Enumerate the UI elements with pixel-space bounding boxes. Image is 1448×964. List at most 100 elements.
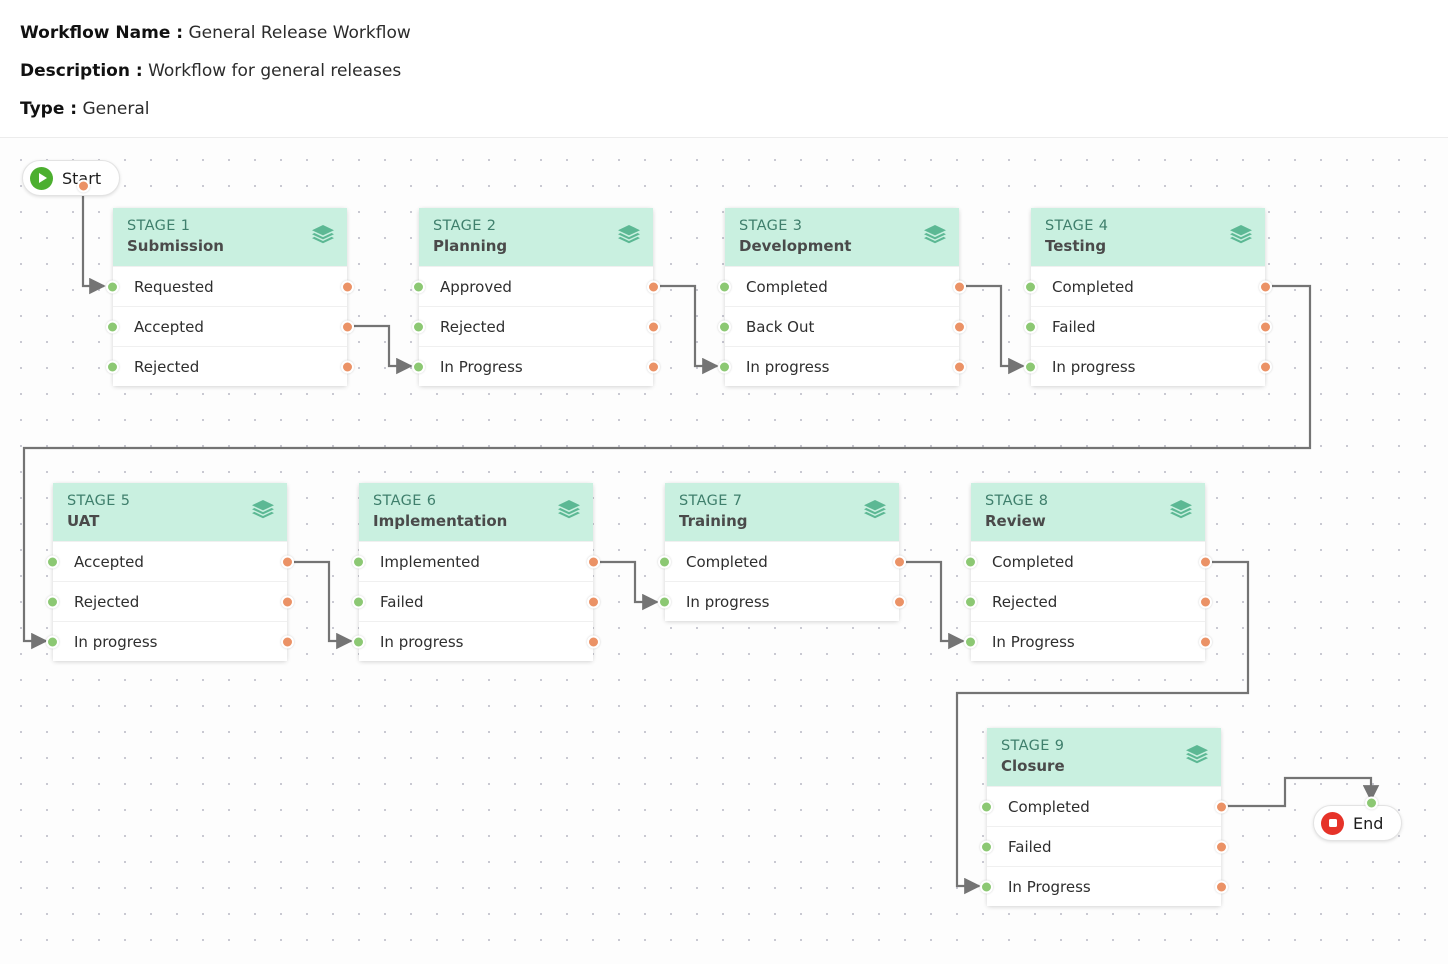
stage-1-row-3[interactable]: Rejected — [106, 346, 354, 386]
stage-1-row-1[interactable]: Requested — [106, 266, 354, 306]
stage-8-row-3[interactable]: In Progress — [964, 621, 1212, 661]
stage-7-row-1-input-port[interactable] — [658, 555, 671, 568]
stage-9-row-2[interactable]: Failed — [980, 826, 1228, 866]
stage-3-row-3-input-port[interactable] — [718, 360, 731, 373]
end-node[interactable]: End — [1313, 805, 1403, 841]
stage-1-row-3-input-port[interactable] — [106, 360, 119, 373]
stage-4-row-1[interactable]: Completed — [1024, 266, 1272, 306]
stage-5-row-1[interactable]: Accepted — [46, 541, 294, 581]
stage-9-row-2-input-port[interactable] — [980, 840, 993, 853]
stage-8-row-1-output-port[interactable] — [1199, 555, 1212, 568]
stage-1-row-2[interactable]: Accepted — [106, 306, 354, 346]
stage-3-row-1-input-port[interactable] — [718, 280, 731, 293]
stage-9-row-1-input-port[interactable] — [980, 800, 993, 813]
stage-card-2[interactable]: STAGE 2 Planning Approved Rejected In Pr… — [412, 208, 660, 386]
stage-7-row-2[interactable]: In progress — [658, 581, 906, 621]
stage-5-header: STAGE 5 UAT — [53, 483, 287, 541]
stage-8-row-2[interactable]: Rejected — [964, 581, 1212, 621]
stage-9-row-3-output-port[interactable] — [1215, 880, 1228, 893]
stage-1-row-3-output-port[interactable] — [341, 360, 354, 373]
stage-3-row-2-input-port[interactable] — [718, 320, 731, 333]
stage-card-1[interactable]: STAGE 1 Submission Requested Accepted Re… — [106, 208, 354, 386]
stage-3-row-2[interactable]: Back Out — [718, 306, 966, 346]
stage-8-row-3-output-port[interactable] — [1199, 635, 1212, 648]
stage-6-row-1[interactable]: Implemented — [352, 541, 600, 581]
type-label: Type : — [20, 99, 78, 119]
stage-3-row-3-output-port[interactable] — [953, 360, 966, 373]
stage-8-number: STAGE 8 — [985, 493, 1049, 509]
stage-2-row-2-output-port[interactable] — [647, 320, 660, 333]
stage-3-row-3[interactable]: In progress — [718, 346, 966, 386]
stage-2-row-3[interactable]: In Progress — [412, 346, 660, 386]
stage-4-row-2-input-port[interactable] — [1024, 320, 1037, 333]
stage-4-row-3-input-port[interactable] — [1024, 360, 1037, 373]
stage-1-row-2-output-port[interactable] — [341, 320, 354, 333]
stage-5-row-2[interactable]: Rejected — [46, 581, 294, 621]
stage-7-row-2-label: In progress — [686, 592, 770, 611]
stage-7-row-1[interactable]: Completed — [658, 541, 906, 581]
end-input-port[interactable] — [1365, 796, 1378, 810]
stage-5-row-2-input-port[interactable] — [46, 595, 59, 608]
stage-7-row-2-input-port[interactable] — [658, 595, 671, 608]
stage-2-row-3-output-port[interactable] — [647, 360, 660, 373]
stage-3-row-1-output-port[interactable] — [953, 280, 966, 293]
stage-5-row-3-output-port[interactable] — [281, 635, 294, 648]
stage-2-row-2-input-port[interactable] — [412, 320, 425, 333]
start-node[interactable]: Start — [22, 160, 121, 196]
stage-card-3[interactable]: STAGE 3 Development Completed Back Out I… — [718, 208, 966, 386]
stage-card-5[interactable]: STAGE 5 UAT Accepted Rejected In progres… — [46, 483, 294, 661]
stage-3-row-1[interactable]: Completed — [718, 266, 966, 306]
stage-9-row-2-output-port[interactable] — [1215, 840, 1228, 853]
stage-8-row-1-input-port[interactable] — [964, 555, 977, 568]
stage-8-row-2-input-port[interactable] — [964, 595, 977, 608]
stage-8-row-3-input-port[interactable] — [964, 635, 977, 648]
stage-8-row-2-output-port[interactable] — [1199, 595, 1212, 608]
stage-4-number: STAGE 4 — [1045, 218, 1109, 234]
stage-7-row-2-output-port[interactable] — [893, 595, 906, 608]
stage-card-9[interactable]: STAGE 9 Closure Completed Failed In Prog… — [980, 728, 1228, 906]
stage-5-row-1-input-port[interactable] — [46, 555, 59, 568]
stage-6-row-2-output-port[interactable] — [587, 595, 600, 608]
stage-card-6[interactable]: STAGE 6 Implementation Implemented Faile… — [352, 483, 600, 661]
stage-9-row-1-output-port[interactable] — [1215, 800, 1228, 813]
stage-5-row-3-input-port[interactable] — [46, 635, 59, 648]
stage-4-row-1-output-port[interactable] — [1259, 280, 1272, 293]
stage-2-row-3-input-port[interactable] — [412, 360, 425, 373]
stage-6-row-1-input-port[interactable] — [352, 555, 365, 568]
stage-6-row-2[interactable]: Failed — [352, 581, 600, 621]
stage-1-row-2-input-port[interactable] — [106, 320, 119, 333]
stage-1-row-1-input-port[interactable] — [106, 280, 119, 293]
stage-8-row-1[interactable]: Completed — [964, 541, 1212, 581]
stage-6-row-3-output-port[interactable] — [587, 635, 600, 648]
stage-4-row-1-input-port[interactable] — [1024, 280, 1037, 293]
stage-6-row-2-input-port[interactable] — [352, 595, 365, 608]
stage-5-row-3[interactable]: In progress — [46, 621, 294, 661]
stage-4-row-3[interactable]: In progress — [1024, 346, 1272, 386]
stage-6-row-3-input-port[interactable] — [352, 635, 365, 648]
stage-6-row-3[interactable]: In progress — [352, 621, 600, 661]
stage-2-row-2[interactable]: Rejected — [412, 306, 660, 346]
stage-card-8[interactable]: STAGE 8 Review Completed Rejected In Pro… — [964, 483, 1212, 661]
type-value: General — [82, 99, 150, 119]
stage-3-row-2-output-port[interactable] — [953, 320, 966, 333]
stage-4-row-2[interactable]: Failed — [1024, 306, 1272, 346]
stage-2-row-1-output-port[interactable] — [647, 280, 660, 293]
stage-7-row-1-output-port[interactable] — [893, 555, 906, 568]
stage-9-row-3-input-port[interactable] — [980, 880, 993, 893]
stage-5-row-1-output-port[interactable] — [281, 555, 294, 568]
stage-6-row-1-output-port[interactable] — [587, 555, 600, 568]
stage-2-row-1[interactable]: Approved — [412, 266, 660, 306]
stage-card-7[interactable]: STAGE 7 Training Completed In progress — [658, 483, 906, 621]
stage-2-row-1-input-port[interactable] — [412, 280, 425, 293]
stage-9-row-1-label: Completed — [1008, 797, 1090, 816]
stage-4-row-2-output-port[interactable] — [1259, 320, 1272, 333]
stage-9-row-1[interactable]: Completed — [980, 786, 1228, 826]
start-output-port[interactable] — [77, 179, 90, 193]
workflow-canvas[interactable]: Start STAGE 1 Submission Requested Accep… — [0, 137, 1448, 964]
stage-5-row-2-output-port[interactable] — [281, 595, 294, 608]
stage-card-4[interactable]: STAGE 4 Testing Completed Failed In prog… — [1024, 208, 1272, 386]
stage-4-row-3-output-port[interactable] — [1259, 360, 1272, 373]
stage-1-row-1-output-port[interactable] — [341, 280, 354, 293]
layers-icon — [252, 500, 274, 519]
stage-9-row-3[interactable]: In Progress — [980, 866, 1228, 906]
